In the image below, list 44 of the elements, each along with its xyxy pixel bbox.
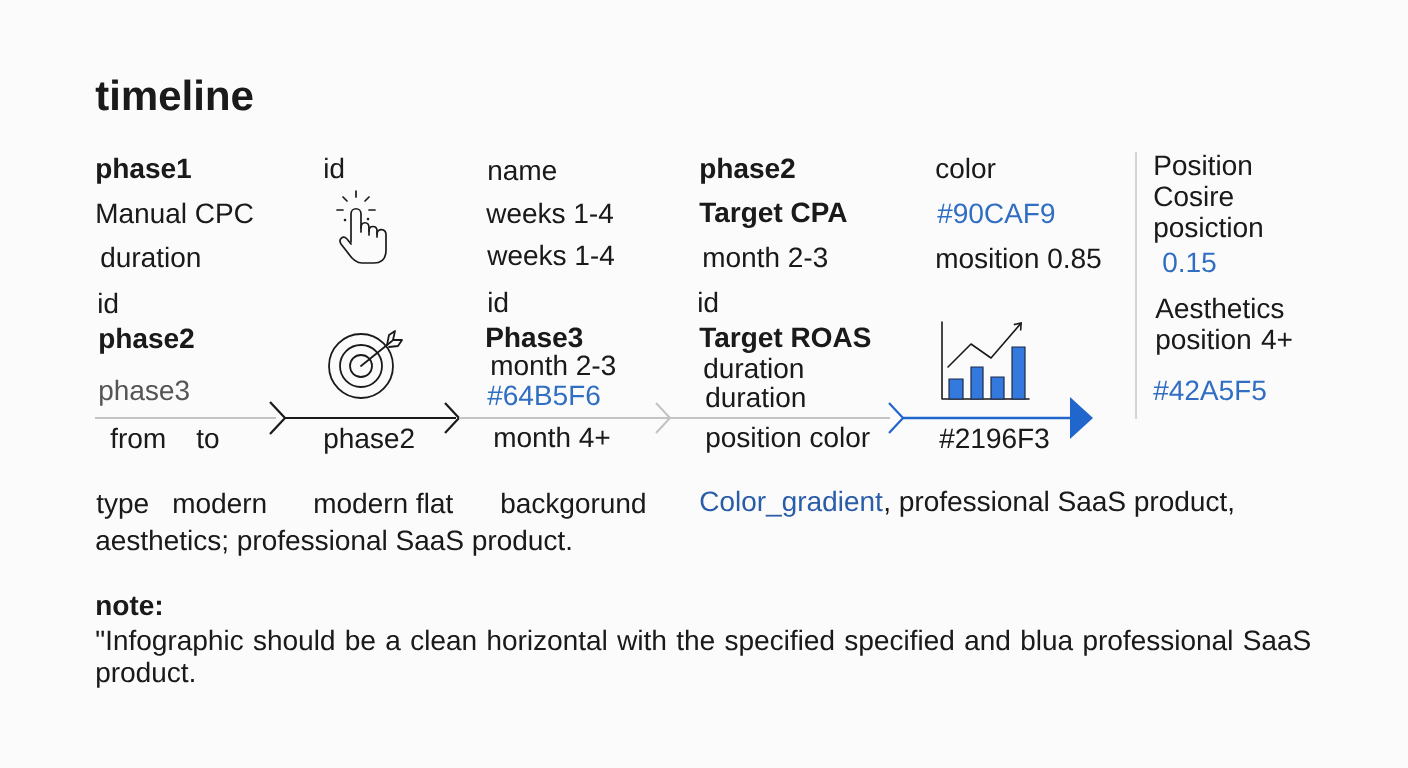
label: position color [707,426,870,453]
color-code: #64B5F6 [487,385,600,406]
label: month 4+ [495,426,610,448]
label: Manual CPC [97,202,253,224]
label: type [96,494,148,519]
label: id [325,157,344,179]
label: id [99,292,118,314]
label: modern flat [315,492,454,514]
label: 0.15 [1163,252,1216,273]
label: phase2 [325,427,414,454]
label: id [489,291,508,313]
label: from [110,427,165,449]
label: Position Cosire posiction [1154,154,1262,243]
color-code: #2196F3 [939,428,1049,449]
label: month 2-3 [492,354,615,376]
label: phase2 [701,157,795,184]
label: aesthetics; professional SaaS product. [96,529,571,556]
label: Target ROAS [699,327,871,353]
note-heading: note: [97,596,161,616]
label: Color_gradient [700,490,883,517]
label: id [699,291,718,313]
label: phase2 [100,327,194,354]
label: , professional SaaS product, [885,490,1233,517]
label: phase3 [100,379,189,406]
label: backgorund [502,492,645,519]
label: color [936,157,996,179]
note-text: "Infographic should be a clean horizontal with the specified specified and blua professional SaaS product. [96,629,1310,688]
label: mosition 0.85 [937,247,1101,269]
label: duration [704,357,803,379]
label: duration [706,386,805,408]
label: weeks 1-4 [487,244,614,266]
label: weeks 1-4 [486,202,613,224]
label: Aesthetics position 4+ [1155,297,1292,355]
label: month 2-3 [704,246,827,268]
label: duration [101,246,200,268]
title: timeline [95,79,253,111]
label: name [489,164,556,181]
label: Phase3 [487,326,583,348]
label: modern [174,492,266,514]
label: Target CPA [699,202,847,228]
color-code: #42A5F5 [1153,380,1266,401]
color-code: #90CAF9 [937,203,1055,224]
label: phase1 [97,157,191,184]
label: to [196,429,219,449]
